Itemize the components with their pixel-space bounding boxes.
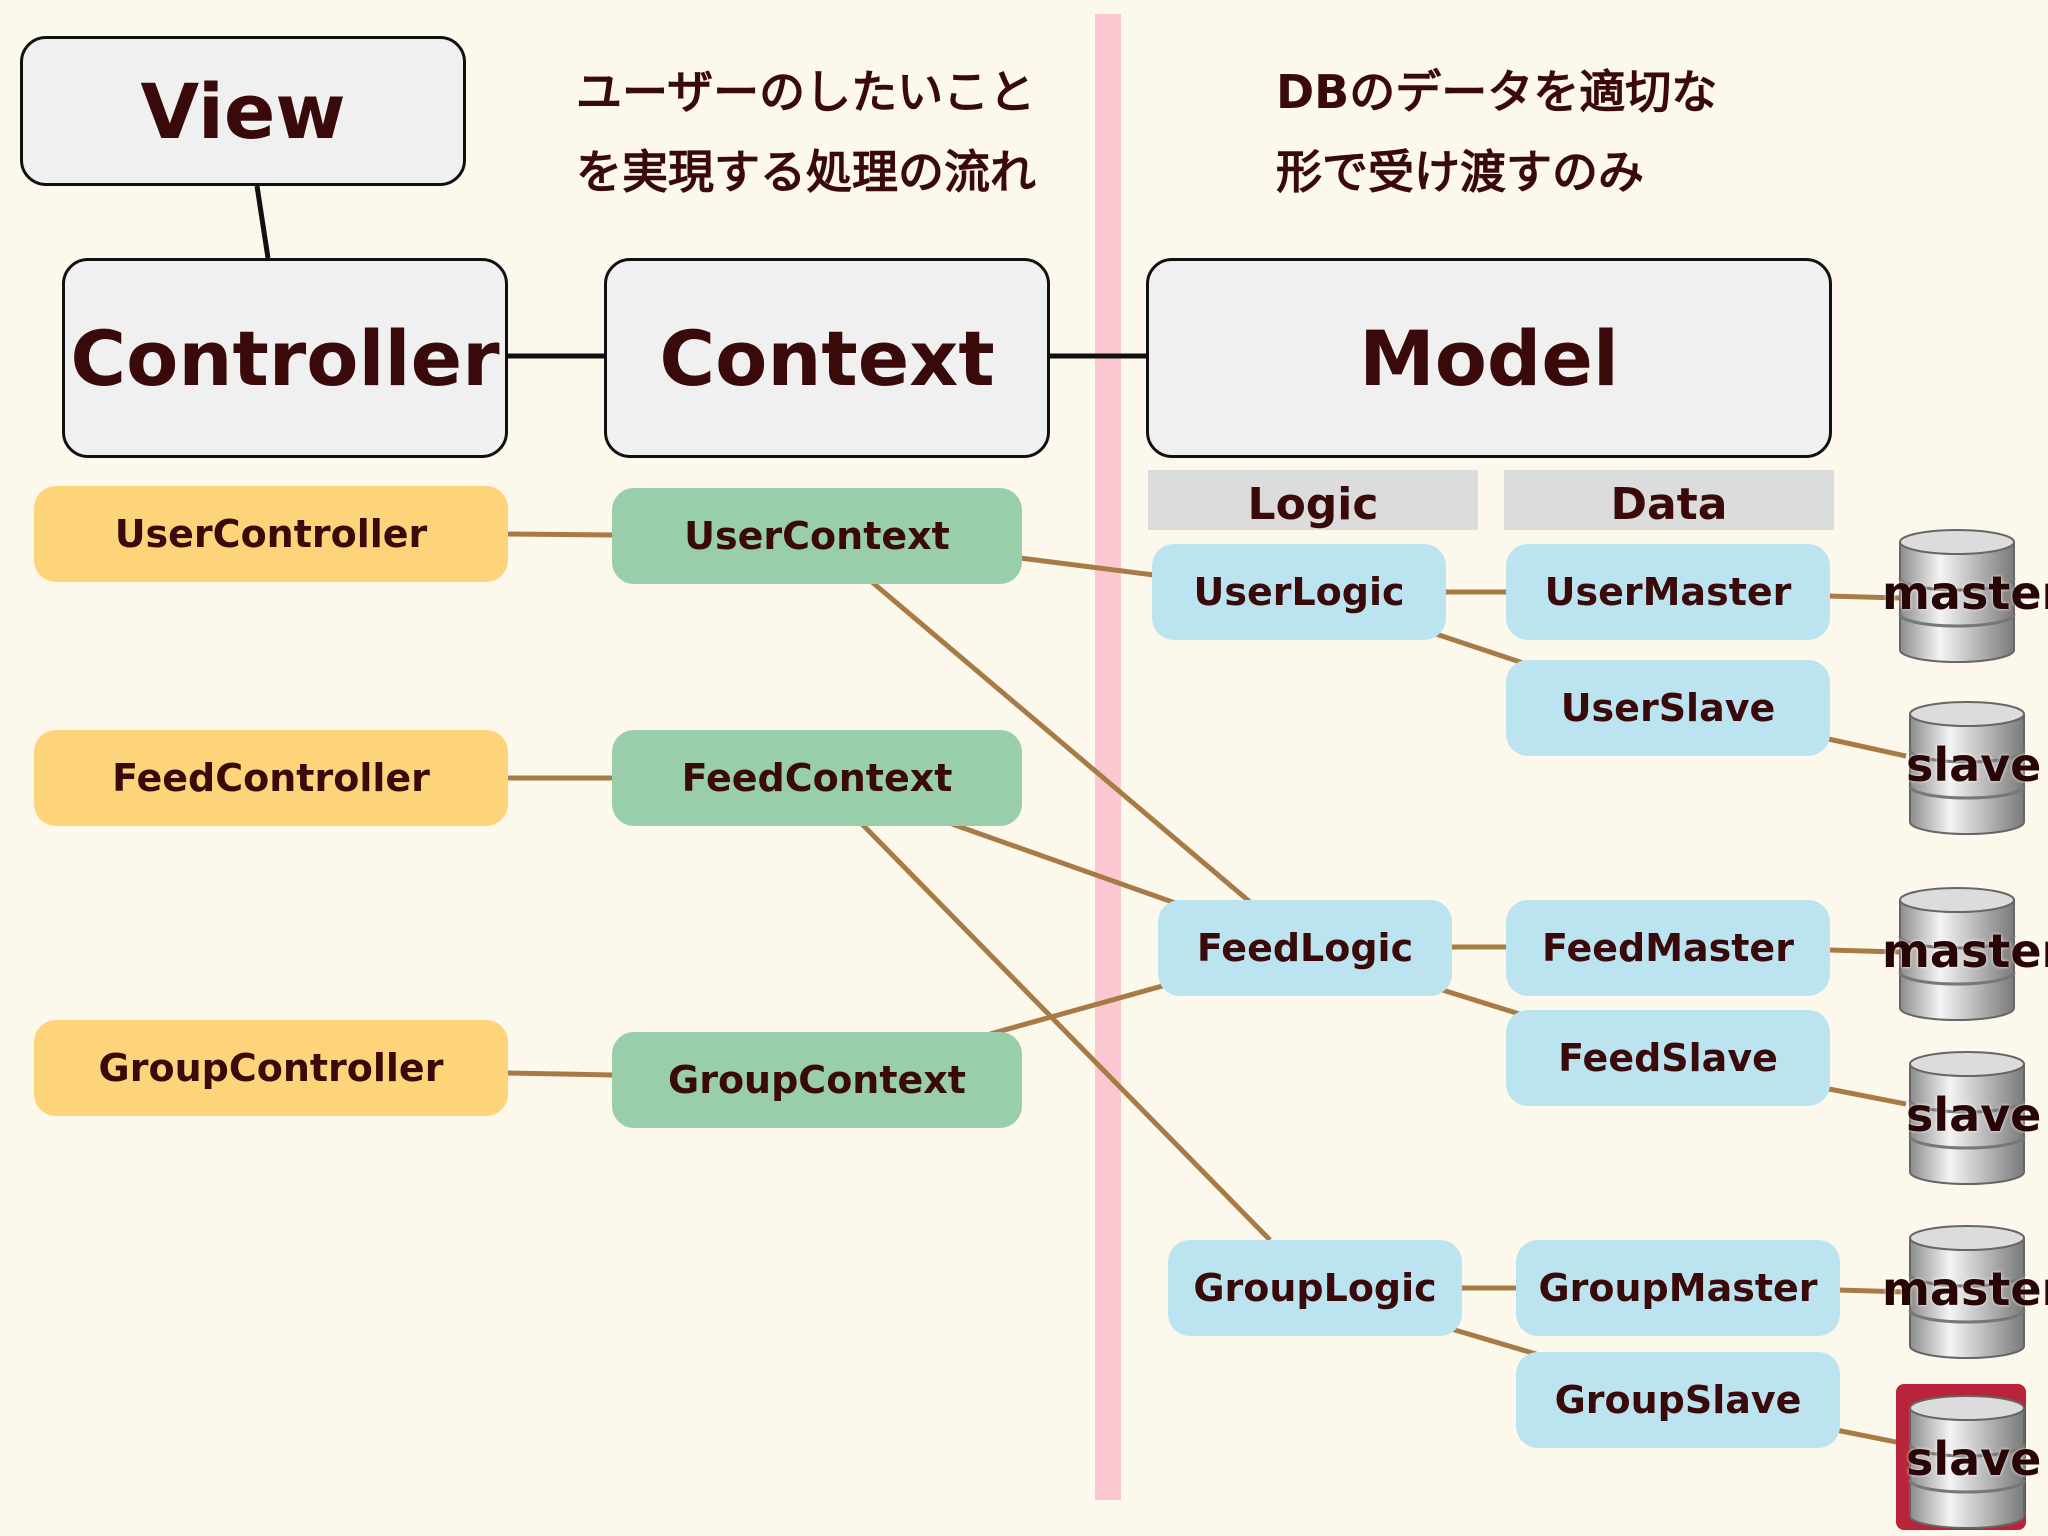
db-label: slave xyxy=(1906,738,2042,792)
feedslave-db-line xyxy=(1823,1085,1907,1107)
db-group-slave: slave xyxy=(1906,1392,2041,1532)
feed-master: FeedMaster xyxy=(1506,900,1830,996)
feed-context: FeedContext xyxy=(612,730,1022,826)
user-controller-context-line xyxy=(507,531,615,538)
model-note: DBのデータを適切な 形で受け渡すのみ xyxy=(1276,52,1717,212)
userslave-db-line xyxy=(1823,735,1907,759)
layer-divider xyxy=(1095,14,1121,1500)
context-note: ユーザーのしたいこと を実現する処理の流れ xyxy=(576,52,1036,212)
model-note-line-2: 形で受け渡すのみ xyxy=(1276,145,1644,199)
view-box: View xyxy=(20,36,466,186)
db-label: master xyxy=(1882,924,2048,978)
database-icon xyxy=(1908,1395,2026,1529)
db-feed-slave: slave xyxy=(1906,1048,2041,1188)
view-controller-line xyxy=(254,185,271,259)
feedmaster-db-line xyxy=(1827,947,1901,955)
logic-header: Logic xyxy=(1148,470,1478,530)
group-slave: GroupSlave xyxy=(1516,1352,1840,1448)
db-label: slave xyxy=(1906,1432,2042,1486)
user-logic: UserLogic xyxy=(1152,544,1446,640)
model-note-line-1: DBのデータを適切な xyxy=(1276,65,1718,119)
grouplogic-groupslave-line xyxy=(1447,1325,1537,1357)
db-label: master xyxy=(1882,1262,2048,1316)
feedcontext-grouplogic-line xyxy=(860,822,1272,1242)
groupcontext-feedlogic-line xyxy=(989,982,1167,1037)
feed-controller: FeedController xyxy=(34,730,508,826)
usercontext-userlogic-line xyxy=(1019,555,1155,578)
db-feed-master: master xyxy=(1882,884,2048,1024)
db-label: master xyxy=(1882,566,2048,620)
usercontext-feedlogic-line xyxy=(870,580,1252,904)
group-controller: GroupController xyxy=(34,1020,508,1116)
context-note-line-1: ユーザーのしたいこと xyxy=(576,65,1036,119)
user-master: UserMaster xyxy=(1506,544,1830,640)
database-icon xyxy=(1898,529,2016,663)
database-icon xyxy=(1898,887,2016,1021)
database-icon xyxy=(1908,1051,2026,1185)
controller-box: Controller xyxy=(62,258,508,458)
db-group-master: master xyxy=(1882,1222,2048,1362)
context-box: Context xyxy=(604,258,1050,458)
model-box: Model xyxy=(1146,258,1832,458)
data-header: Data xyxy=(1504,470,1834,530)
db-user-slave: slave xyxy=(1906,698,2041,838)
userlogic-userslave-line xyxy=(1429,629,1527,667)
feedcontext-feedlogic-line xyxy=(951,821,1179,907)
db-user-master: master xyxy=(1882,526,2048,666)
usermaster-db-line xyxy=(1827,593,1901,601)
group-master: GroupMaster xyxy=(1516,1240,1840,1336)
user-controller: UserController xyxy=(34,486,508,582)
groupmaster-db-line xyxy=(1837,1287,1907,1295)
group-context: GroupContext xyxy=(612,1032,1022,1128)
feed-logic: FeedLogic xyxy=(1158,900,1452,996)
user-context: UserContext xyxy=(612,488,1022,584)
feed-slave: FeedSlave xyxy=(1506,1010,1830,1106)
user-slave: UserSlave xyxy=(1506,660,1830,756)
database-icon xyxy=(1908,701,2026,835)
feedlogic-feedslave-line xyxy=(1435,985,1527,1019)
group-logic: GroupLogic xyxy=(1168,1240,1462,1336)
context-note-line-2: を実現する処理の流れ xyxy=(576,145,1036,199)
group-controller-context-line xyxy=(507,1070,615,1078)
db-label: slave xyxy=(1906,1088,2042,1142)
database-icon xyxy=(1908,1225,2026,1359)
